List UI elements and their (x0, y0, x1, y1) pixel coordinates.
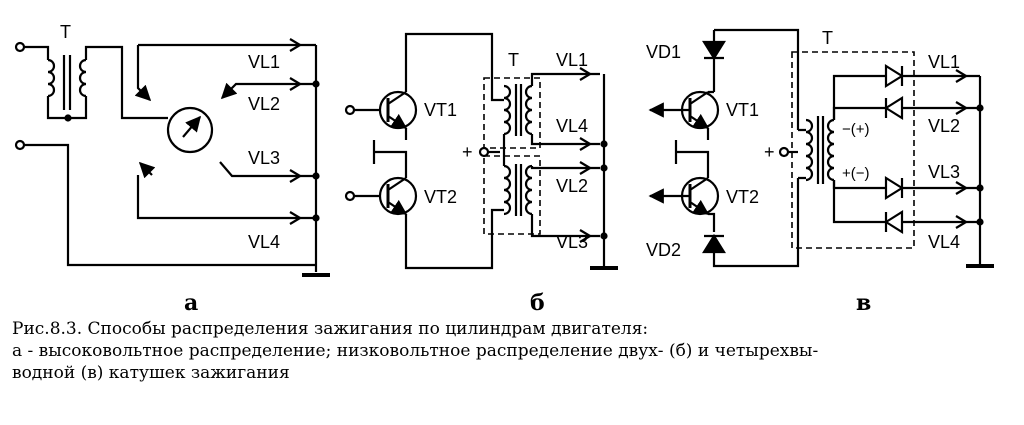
panel-c-transformer-label: T (822, 28, 833, 48)
panel-b-plus-label: + (462, 142, 473, 162)
caption-line-2: а - высоковольтное распределение; низков… (12, 341, 819, 361)
panel-c-output-vl3: VL3 (928, 162, 960, 182)
panel-c-output-vl2: VL2 (928, 116, 960, 136)
caption-line-3: водной (в) катушек зажигания (12, 363, 290, 383)
panel-a-transformer-label: T (60, 22, 71, 42)
panel-c-vt2-label: VT2 (726, 187, 759, 207)
diode-4 (883, 210, 904, 234)
figure-caption: Рис.8.3. Способы распределения зажигания… (12, 318, 1012, 384)
transformer-secondary-coil (78, 58, 87, 98)
diode-vd2 (702, 233, 726, 254)
diode-1 (884, 64, 905, 88)
panel-b-output-2: VL4 (556, 116, 588, 136)
panel-a-output-vl3: VL3 (248, 148, 280, 168)
panel-a-output-vl1: VL1 (248, 52, 280, 72)
panel-b-transformer-label: T (508, 50, 519, 70)
panel-b-output-4: VL3 (556, 232, 588, 252)
diode-2 (883, 96, 904, 120)
panel-c-four-output-coil (648, 28, 994, 268)
panel-c-vd1-label: VD1 (646, 42, 681, 62)
panel-a-letter: а (184, 290, 198, 316)
panel-c-vt1-label: VT1 (726, 100, 759, 120)
diode-vd1 (702, 40, 726, 61)
panel-a-output-vl4: VL4 (248, 232, 280, 252)
panel-c-polarity-bottom: +(−) (842, 165, 870, 182)
panel-b-vt2-label: VT2 (424, 187, 457, 207)
caption-line-1: Рис.8.3. Способы распределения зажигания… (12, 319, 649, 339)
panel-c-vd2-label: VD2 (646, 240, 681, 260)
diode-3 (884, 176, 905, 200)
panel-a-output-vl2: VL2 (248, 94, 280, 114)
panel-b-output-3: VL2 (556, 176, 588, 196)
panel-b-two-output-coil (344, 32, 618, 270)
panel-c-output-vl1: VL1 (928, 52, 960, 72)
input-terminal-bottom (14, 139, 26, 151)
panel-b-output-1: VL1 (556, 50, 588, 70)
panel-c-letter: в (856, 290, 871, 316)
distributor-rotor (166, 106, 214, 154)
panel-a-high-voltage-distribution (14, 38, 330, 277)
transformer-primary-coil (47, 58, 56, 98)
panel-c-polarity-top: −(+) (842, 121, 870, 138)
panel-c-output-vl4: VL4 (928, 232, 960, 252)
input-terminal-top (14, 41, 26, 53)
panel-c-plus-label: + (764, 142, 775, 162)
panel-b-letter: б (530, 290, 545, 316)
panel-b-vt1-label: VT1 (424, 100, 457, 120)
